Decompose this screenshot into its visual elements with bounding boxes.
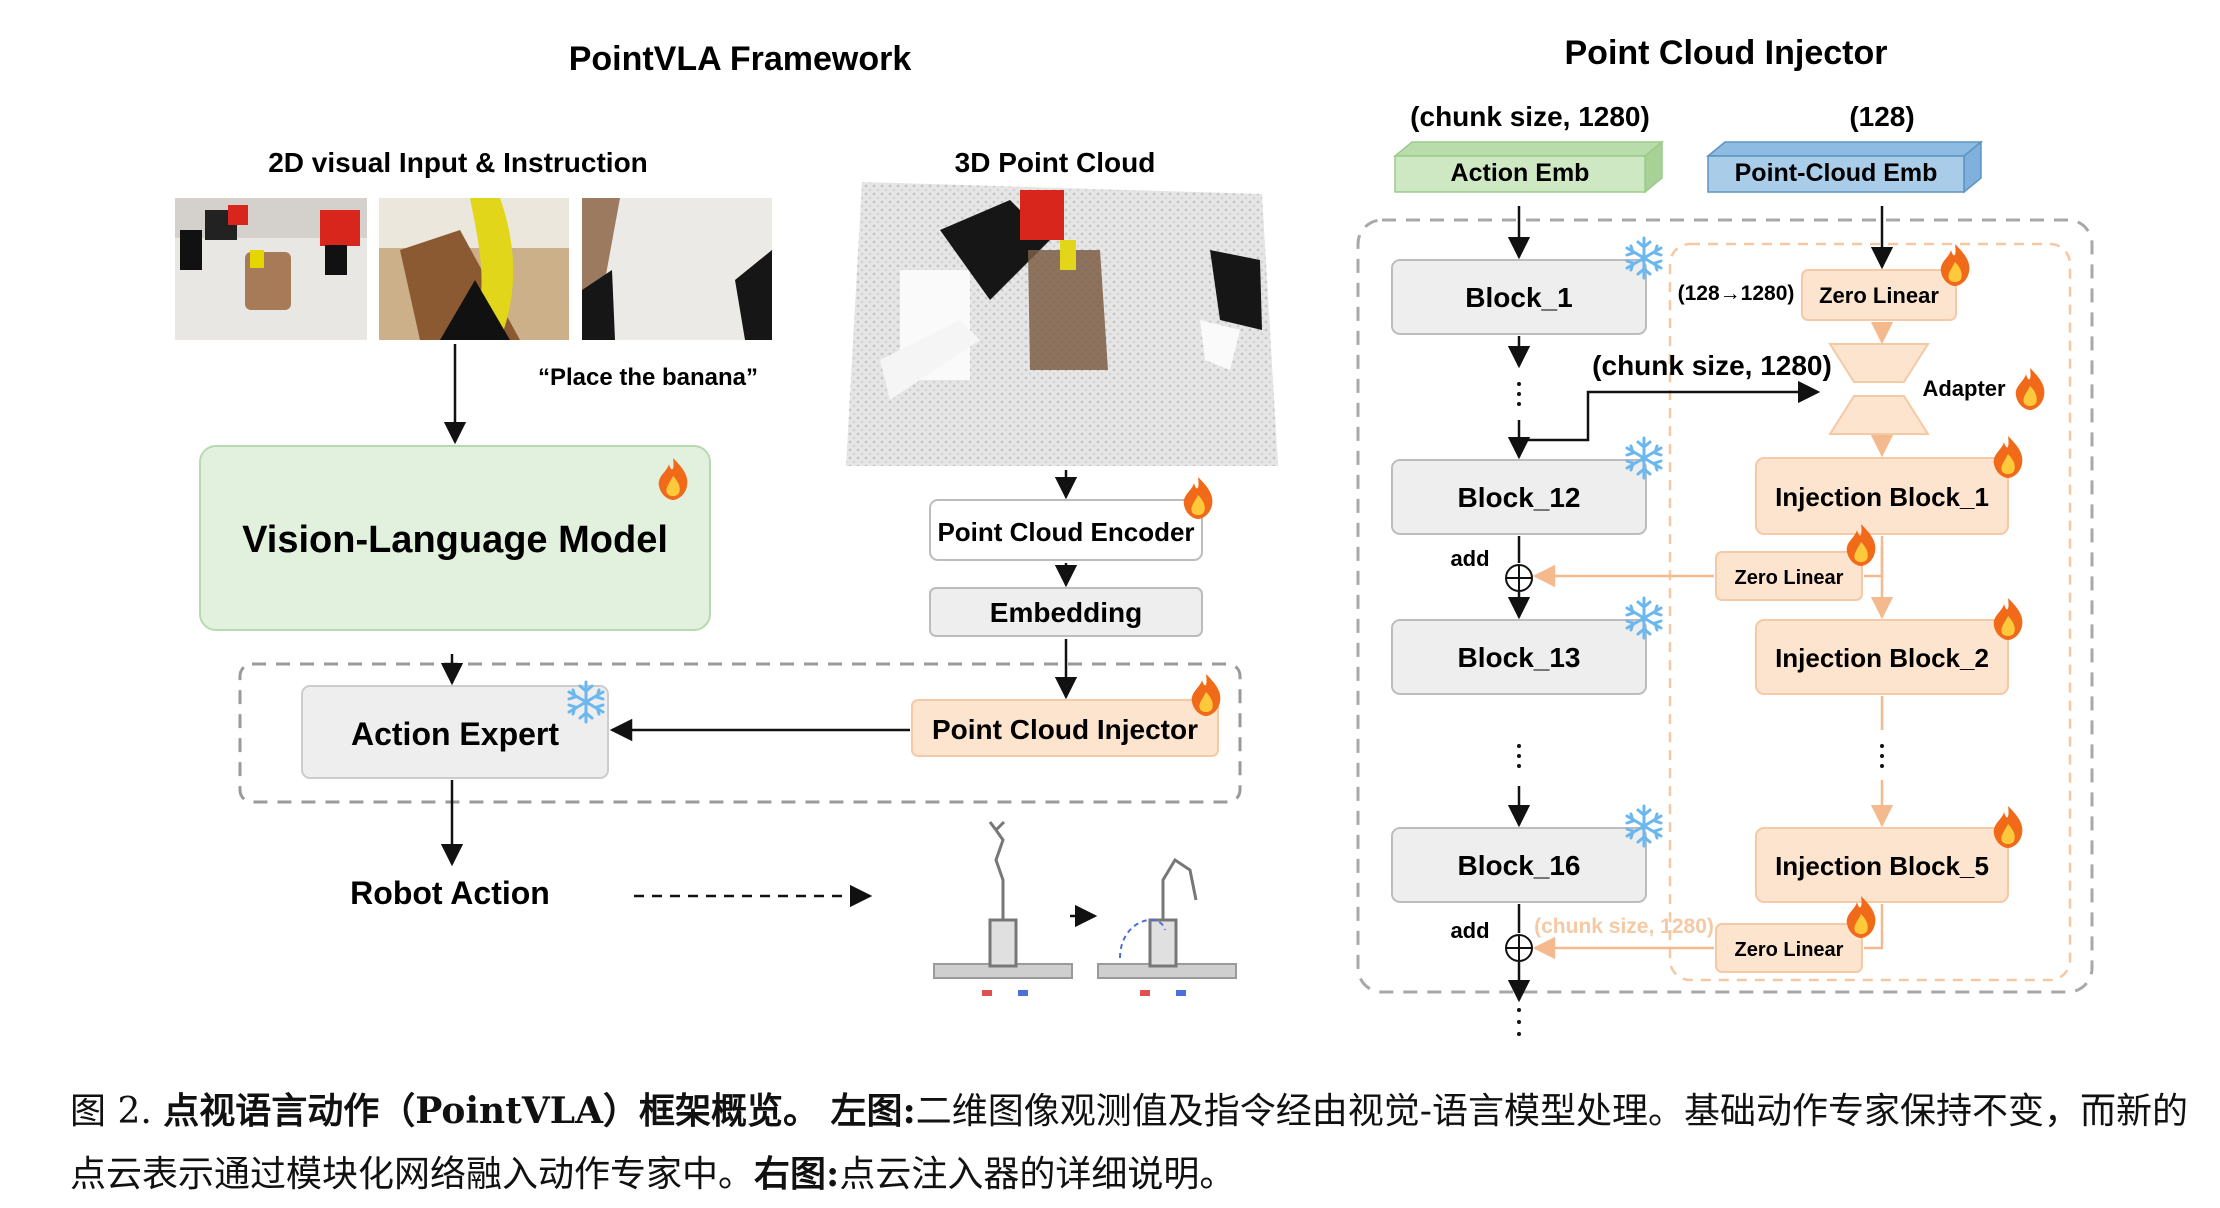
block-13 bbox=[1391, 619, 1647, 695]
block-1 bbox=[1391, 259, 1647, 335]
injection-block-1-label: Injection Block_1 bbox=[1775, 482, 1989, 512]
figure-number: 图 2. bbox=[70, 1091, 152, 1132]
robot-sketch bbox=[933, 820, 1237, 996]
pc-dim-label: (128) bbox=[1849, 101, 1914, 132]
camera-image-1 bbox=[175, 198, 367, 340]
right-title: Point Cloud Injector bbox=[1565, 34, 1888, 72]
injection-block-5 bbox=[1755, 827, 2009, 903]
vlm-box bbox=[199, 445, 711, 631]
faded-dim-label: (chunk size, 1280) bbox=[1534, 915, 1714, 938]
camera-image-2 bbox=[379, 198, 569, 340]
action-dim-label: (chunk size, 1280) bbox=[1410, 101, 1650, 132]
add-label-1: add bbox=[1450, 546, 1489, 571]
flame-icon bbox=[1993, 436, 2023, 478]
adapter-bottom bbox=[1828, 395, 1930, 435]
camera-image-3 bbox=[582, 198, 772, 340]
zero-linear-mid-label: Zero Linear bbox=[1735, 567, 1844, 589]
flame-icon bbox=[1993, 598, 2023, 640]
injection-block-5-label: Injection Block_5 bbox=[1775, 851, 1989, 881]
pc-encoder-box bbox=[929, 499, 1203, 561]
chunk-dim-label: (chunk size, 1280) bbox=[1592, 350, 1832, 381]
action-emb-box bbox=[1392, 140, 1665, 194]
caption-right-label: 右图: bbox=[754, 1153, 840, 1195]
pc-injector-label: Point Cloud Injector bbox=[932, 714, 1198, 745]
adapter-top bbox=[1828, 343, 1930, 383]
zero-linear-mid bbox=[1715, 551, 1863, 601]
pc-encoder-label: Point Cloud Encoder bbox=[937, 517, 1194, 547]
pc-injector-box bbox=[911, 699, 1219, 757]
add-circle-2 bbox=[1505, 934, 1533, 962]
adapter-label: Adapter bbox=[1922, 376, 2006, 401]
action-emb-label: Action Emb bbox=[1451, 159, 1590, 187]
injection-block-2-label: Injection Block_2 bbox=[1775, 643, 1989, 673]
vlm-label: Vision-Language Model bbox=[242, 519, 668, 561]
block-13-label: Block_13 bbox=[1458, 642, 1581, 673]
point-cloud-image bbox=[846, 182, 1278, 466]
caption-right-text: 点云注入器的详细说明。 bbox=[839, 1154, 1236, 1195]
injection-block-1 bbox=[1755, 457, 2009, 535]
block-16-label: Block_16 bbox=[1458, 850, 1581, 881]
block-1-label: Block_1 bbox=[1465, 282, 1572, 313]
action-expert-box bbox=[301, 685, 609, 779]
block-12 bbox=[1391, 459, 1647, 535]
block-16 bbox=[1391, 827, 1647, 903]
zero-linear-bottom-label: Zero Linear bbox=[1735, 939, 1844, 961]
injection-block-2 bbox=[1755, 619, 2009, 695]
embedding-box bbox=[929, 587, 1203, 637]
zero-linear-top bbox=[1801, 269, 1957, 321]
embedding-label: Embedding bbox=[990, 597, 1142, 628]
ellipsis-dots bbox=[1517, 382, 1884, 1036]
flame-icon bbox=[2015, 368, 2045, 410]
proj-dim-label: (128→1280) bbox=[1678, 282, 1795, 305]
right-orange-arrows bbox=[1532, 321, 1894, 960]
block-12-label: Block_12 bbox=[1458, 482, 1581, 513]
zero-linear-bottom bbox=[1715, 923, 1863, 973]
flame-icon bbox=[1183, 477, 1213, 519]
pointcloud-label: 3D Point Cloud bbox=[955, 147, 1156, 178]
flame-icon bbox=[1191, 674, 1221, 716]
flame-icon bbox=[1940, 244, 1970, 286]
diagram: PointVLA Framework 2D visual Input & Ins… bbox=[175, 34, 2094, 1036]
pc-emb-label: Point-Cloud Emb bbox=[1735, 159, 1938, 187]
left-arrows bbox=[440, 344, 1098, 928]
right-black-arrows bbox=[1507, 206, 1894, 933]
caption-left-text: 二维图像观测值及指令经由视觉-语言模型处理。基础动作专家保持不变，而新的点云表示… bbox=[70, 1091, 2188, 1195]
add-circle-1 bbox=[1505, 564, 1533, 592]
dashed-group bbox=[238, 662, 1242, 804]
instruction-text: “Place the banana” bbox=[538, 364, 758, 391]
caption-left-label: 左图: bbox=[830, 1090, 916, 1132]
zero-linear-top-label: Zero Linear bbox=[1819, 283, 1939, 308]
injection-dashed-frame bbox=[1668, 242, 2072, 982]
add-label-2: add bbox=[1450, 918, 1489, 943]
flame-icon bbox=[1993, 806, 2023, 848]
caption-title: 点视语言动作（PointVLA）框架概览。 bbox=[163, 1090, 820, 1132]
input-label: 2D visual Input & Instruction bbox=[268, 147, 648, 178]
figure-caption: 图 2. 点视语言动作（PointVLA）框架概览。 左图:二维图像观测值及指令… bbox=[70, 1080, 2210, 1206]
action-expert-label: Action Expert bbox=[351, 716, 559, 752]
pc-emb-box bbox=[1705, 140, 1984, 194]
injector-dashed-frame bbox=[1356, 218, 2094, 994]
left-title: PointVLA Framework bbox=[569, 40, 912, 78]
robot-action-label: Robot Action bbox=[350, 875, 550, 911]
